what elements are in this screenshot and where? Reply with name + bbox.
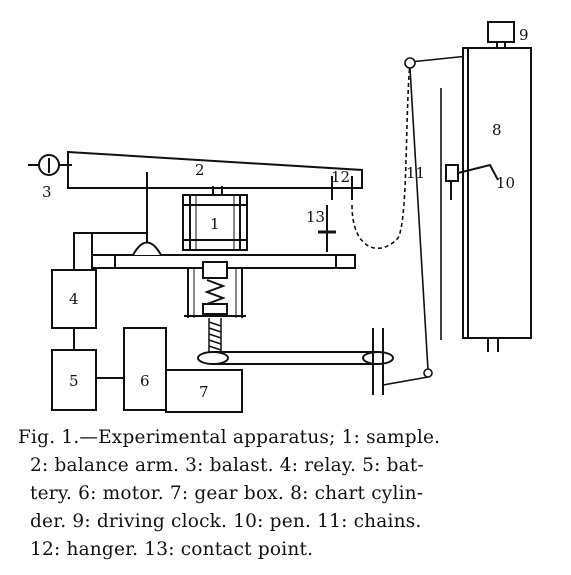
caption-line-1: Fig. 1.—Experimental apparatus; 1: sampl… [18, 427, 441, 448]
label-relay: 4 [69, 290, 79, 308]
caption-line-3: tery. 6: motor. 7: gear box. 8: chart cy… [30, 483, 424, 504]
pen [445, 163, 499, 200]
hanger [331, 176, 353, 200]
driving-clock [487, 21, 515, 43]
label-chains: 11 [406, 164, 425, 182]
label-hanger: 12 [331, 168, 350, 186]
contact-point [318, 205, 336, 252]
drive-screw [208, 318, 222, 352]
apparatus-diagram: 1 2 3 4 5 6 7 8 9 10 11 12 13 [28, 21, 532, 413]
sample [182, 194, 248, 251]
relay [51, 269, 97, 329]
battery [51, 349, 97, 411]
label-contact-point: 13 [306, 208, 325, 226]
label-motor: 6 [140, 372, 150, 390]
figure-caption: Fig. 1.—Experimental apparatus; 1: sampl… [18, 424, 563, 564]
label-battery: 5 [69, 372, 79, 390]
label-pen: 10 [496, 174, 515, 192]
balance-arm [67, 150, 363, 189]
chart-cylinder [462, 47, 532, 352]
label-driving-clock: 9 [519, 26, 529, 44]
caption-line-4: der. 9: driving clock. 10: pen. 11: chai… [30, 511, 422, 532]
label-chart-cylinder: 8 [492, 121, 502, 139]
label-sample: 1 [210, 215, 220, 233]
drive-belt [197, 328, 394, 395]
gear-box [165, 369, 243, 413]
caption-line-5: 12: hanger. 13: contact point. [30, 539, 314, 560]
label-ballast: 3 [42, 183, 52, 201]
label-gear-box: 7 [199, 383, 209, 401]
label-balance-arm: 2 [195, 161, 205, 179]
ballast [28, 154, 72, 176]
chains [351, 61, 411, 250]
lower-frame [184, 261, 246, 318]
caption-line-2: 2: balance arm. 3: balast. 4: relay. 5: … [30, 455, 424, 476]
motor [123, 327, 167, 411]
pivot-dome [132, 241, 162, 256]
